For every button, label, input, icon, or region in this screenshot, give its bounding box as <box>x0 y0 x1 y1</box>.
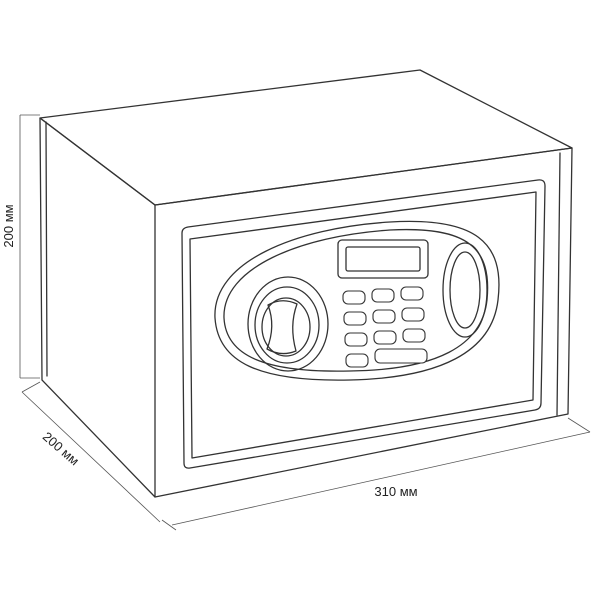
handle-knob <box>247 276 329 372</box>
keypad-key[interactable] <box>342 290 366 305</box>
keypad-key[interactable] <box>400 286 424 301</box>
width-dimension-label: 310 мм <box>374 484 417 499</box>
keypad-key[interactable] <box>343 311 367 326</box>
keypad-key[interactable] <box>345 353 369 368</box>
keypad-key[interactable] <box>372 309 396 324</box>
lock-cover-oval <box>442 242 488 338</box>
height-dimension-label: 200 мм <box>1 204 16 247</box>
keypad-key[interactable] <box>402 328 426 343</box>
keypad-key[interactable] <box>371 288 395 303</box>
keypad-key[interactable] <box>344 332 368 347</box>
keypad <box>342 286 428 368</box>
keypad-key[interactable] <box>373 330 397 345</box>
safe-door <box>181 179 546 469</box>
svg-text:200 мм: 200 мм <box>40 429 82 469</box>
depth-dimension-label: 200 мм <box>40 429 82 469</box>
keypad-wide-key[interactable] <box>374 348 428 364</box>
keypad-key[interactable] <box>401 307 425 322</box>
svg-text:200 мм: 200 мм <box>1 204 16 247</box>
safe-body <box>39 69 573 498</box>
dimension-lines <box>19 114 591 531</box>
lcd-display <box>337 239 429 279</box>
